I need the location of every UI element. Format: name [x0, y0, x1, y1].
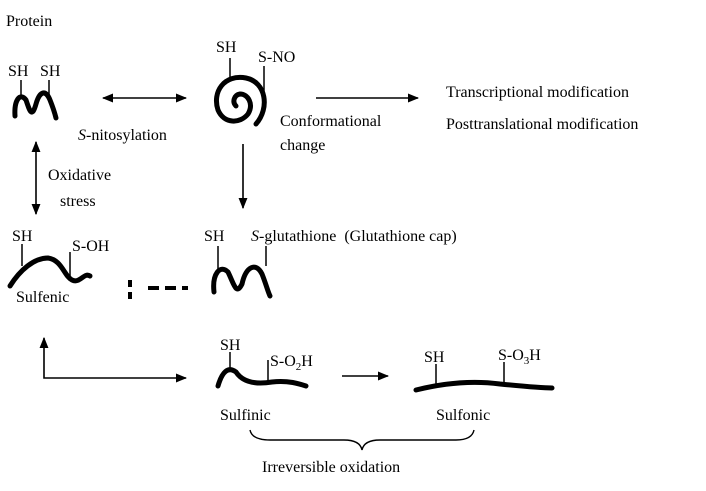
- posttranslational-label: Posttranslational modification: [446, 116, 638, 133]
- oxidative-label: Oxidative: [48, 167, 111, 184]
- native-protein-icon: [12, 80, 59, 121]
- sulfenic-label: Sulfenic: [16, 289, 69, 306]
- sulfonic-protein-icon: [413, 362, 555, 393]
- so2h-label: S-O2H: [270, 353, 313, 373]
- sulfonic-label: Sulfonic: [436, 407, 490, 424]
- change-label: change: [280, 137, 325, 154]
- sh-label-sulfenic: SH: [12, 228, 33, 245]
- protein-label: Protein: [6, 13, 52, 30]
- irreversible-brace: [249, 429, 475, 451]
- sh-label-glut: SH: [204, 228, 225, 245]
- dashed-link: [128, 280, 188, 300]
- sh-label-sulfinic: SH: [220, 337, 241, 354]
- so3h-label: S-O3H: [498, 347, 541, 367]
- sulfenic-protein-icon: [7, 244, 93, 289]
- stress-label: stress: [60, 193, 96, 210]
- sh-label-right: SH: [40, 63, 61, 80]
- sno-label: S-NO: [258, 49, 295, 66]
- sulfinic-label: Sulfinic: [220, 407, 271, 424]
- sh-label-left: SH: [8, 63, 29, 80]
- sulfinic-protein-icon: [215, 352, 309, 389]
- glutathione-protein-icon: [211, 246, 273, 299]
- transcriptional-label: Transcriptional modification: [446, 84, 629, 101]
- soh-label: S-OH: [72, 238, 110, 255]
- sh-label-sulfonic: SH: [424, 349, 445, 366]
- irreversible-label: Irreversible oxidation: [262, 459, 400, 476]
- nitrosylated-protein-icon: [214, 58, 267, 127]
- conformational-label: Conformational: [280, 113, 382, 130]
- nitrosylation-label: S-nitosylation: [78, 127, 167, 144]
- sulfinic-arrow: [39, 336, 188, 383]
- glutathione-label: S-glutathione (Glutathione cap): [251, 228, 457, 245]
- sh-label-nitrosyl: SH: [216, 39, 237, 56]
